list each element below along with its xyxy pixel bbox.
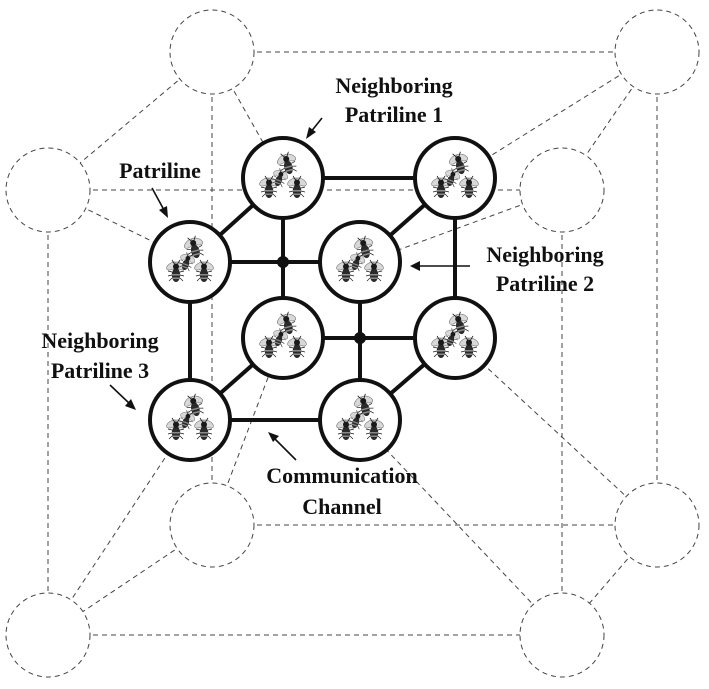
outer-node (169, 482, 255, 568)
label-neighboring-patriline-3-line2: Patriline 3 (51, 358, 149, 383)
patriline-node-back-bottom-right (413, 296, 497, 380)
label-neighboring-patriline-2-line1: Neighboring (486, 242, 603, 267)
patriline-node-front-top-right (318, 220, 402, 304)
patriline-node-back-top-right (413, 136, 497, 220)
annotation-arrows (109, 117, 470, 461)
label-patriline: Patriline (119, 158, 201, 183)
channel-junction (277, 256, 289, 268)
patriline-nodes (148, 136, 497, 462)
patriline-node-back-top-left (241, 136, 325, 220)
outer-node (169, 9, 255, 95)
label-neighboring-patriline-3-line1: Neighboring (41, 328, 158, 353)
label-communication-channel-line2: Channel (302, 494, 381, 519)
arrowhead-icon (125, 399, 136, 410)
arrowhead-icon (159, 206, 168, 218)
outer-node (5, 592, 91, 678)
outer-node (519, 592, 605, 678)
arrowhead-icon (410, 261, 420, 271)
label-neighboring-patriline-1-line2: Patriline 1 (345, 102, 443, 127)
outer-node (614, 9, 700, 95)
patriline-node-back-bottom-left (241, 296, 325, 380)
labels: Neighboring Patriline 1 Patriline Neighb… (41, 73, 603, 519)
label-neighboring-patriline-2-line2: Patriline 2 (496, 271, 594, 296)
label-communication-channel-line1: Communication (266, 463, 418, 488)
outer-node (614, 482, 700, 568)
label-neighboring-patriline-1-line1: Neighboring (335, 73, 452, 98)
outer-node (5, 147, 91, 233)
arrowhead-icon (306, 127, 316, 139)
communication-channels (188, 176, 457, 422)
patriline-node-front-bottom-left (148, 378, 232, 462)
arrowhead-icon (268, 432, 279, 442)
arrow-communication-channel (273, 437, 297, 461)
arrow-patriline (151, 187, 165, 211)
patriline-node-front-bottom-right (318, 378, 402, 462)
outer-lattice-nodes (5, 9, 700, 678)
channel-junction (354, 332, 366, 344)
arrow-neighboring-patriline-3 (109, 384, 131, 405)
outer-node (519, 147, 605, 233)
patriline-node-front-top-left (148, 220, 232, 304)
